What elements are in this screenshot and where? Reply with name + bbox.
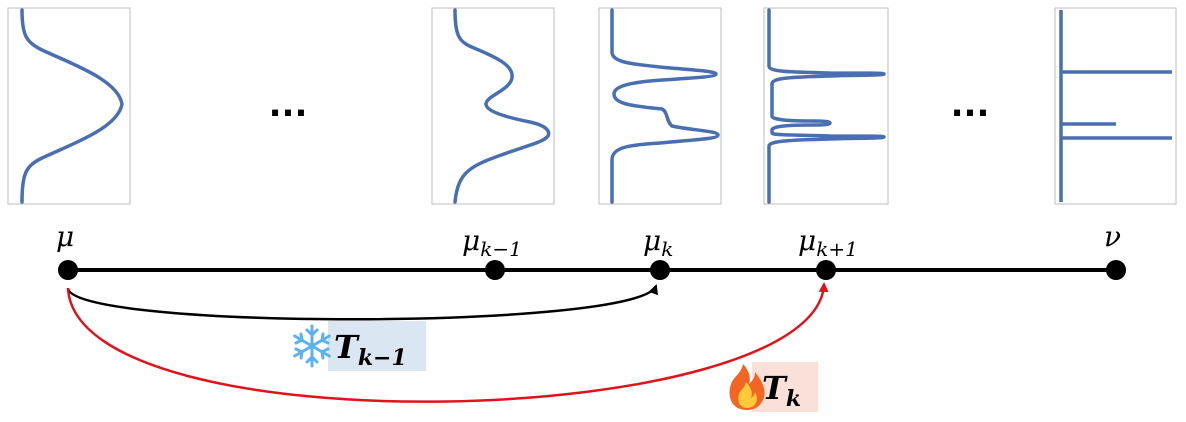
flame-icon [729,364,765,410]
trained-map-arrow [66,282,829,403]
node-dot-mu-k-plus-1 [816,260,836,280]
node-dot-mu [58,260,78,280]
node-dot-mu-k [650,260,670,280]
density-panel-mu-k [598,7,722,205]
ellipsis-right: ... [951,85,990,125]
snowflake-icon [293,324,331,368]
node-dot-mu-k-minus-1 [485,260,505,280]
frozen-map-label: Tk−1 [293,321,426,371]
node-label-mu-k: μk [643,224,673,261]
density-curve [1059,10,1172,202]
trained-map-label: Tk [729,362,818,412]
frozen-map-arrow [66,284,658,321]
node-label-mu: μ [56,220,74,253]
density-curve [610,8,720,204]
node-label-mu-k-minus-1: μk−1 [462,224,522,261]
ellipsis-left: ... [269,85,308,125]
density-panel-mu-k-minus-1 [431,7,555,205]
density-curve [20,8,124,204]
svg-text:Tk: Tk [762,369,801,412]
density-panel-mu-k-plus-1 [763,7,889,205]
node-label-nu: ν [1104,220,1121,253]
density-curve [767,8,886,204]
node-dot-nu [1106,260,1126,280]
density-panel-mu [7,7,131,205]
frozen-label-background [328,321,426,371]
density-curve [453,8,551,204]
density-panel-nu [1054,7,1177,205]
node-label-mu-k-plus-1: μk+1 [798,224,858,261]
svg-text:Tk−1: Tk−1 [334,328,407,371]
